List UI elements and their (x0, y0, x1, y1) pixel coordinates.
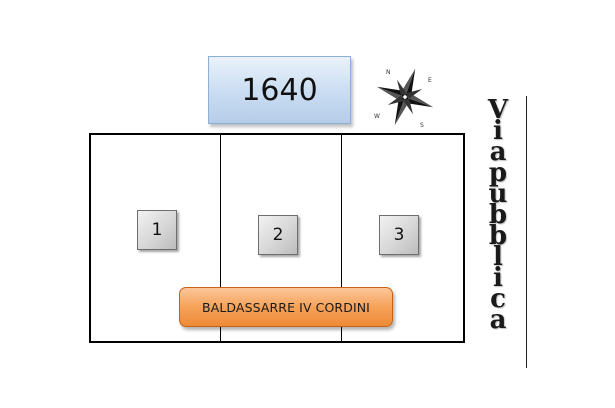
compass-letter-w: W (374, 113, 380, 120)
street-letter: a (489, 137, 507, 167)
street-letter: l (493, 242, 503, 272)
street-letter: i (493, 116, 503, 146)
street-letter: a (489, 305, 507, 335)
street-letter: i (493, 263, 503, 293)
street-letter: u (488, 179, 508, 209)
owner-label: BALDASSARRE IV CORDINI (179, 287, 393, 327)
compass-letter-e: E (428, 77, 432, 84)
street-letter: V (487, 95, 509, 125)
year-label: 1640 (208, 56, 351, 124)
lot-1-label: 1 (137, 210, 177, 250)
lot-2-label: 2 (258, 215, 298, 255)
street-edge-line (526, 96, 527, 368)
street-letter: b (488, 221, 508, 251)
compass-letter-n: N (386, 69, 391, 76)
street-letter: b (488, 200, 508, 230)
lot-divider-1 (220, 135, 221, 341)
lot-divider-2 (341, 135, 342, 341)
street-letter: c (490, 284, 506, 314)
compass-rose-icon: N E S W (374, 68, 434, 129)
street-letter: p (488, 158, 508, 188)
compass-letter-s: S (420, 122, 424, 129)
lot-3-label: 3 (379, 215, 419, 255)
property-plan: 1 2 3 BALDASSARRE IV CORDINI (89, 133, 465, 343)
